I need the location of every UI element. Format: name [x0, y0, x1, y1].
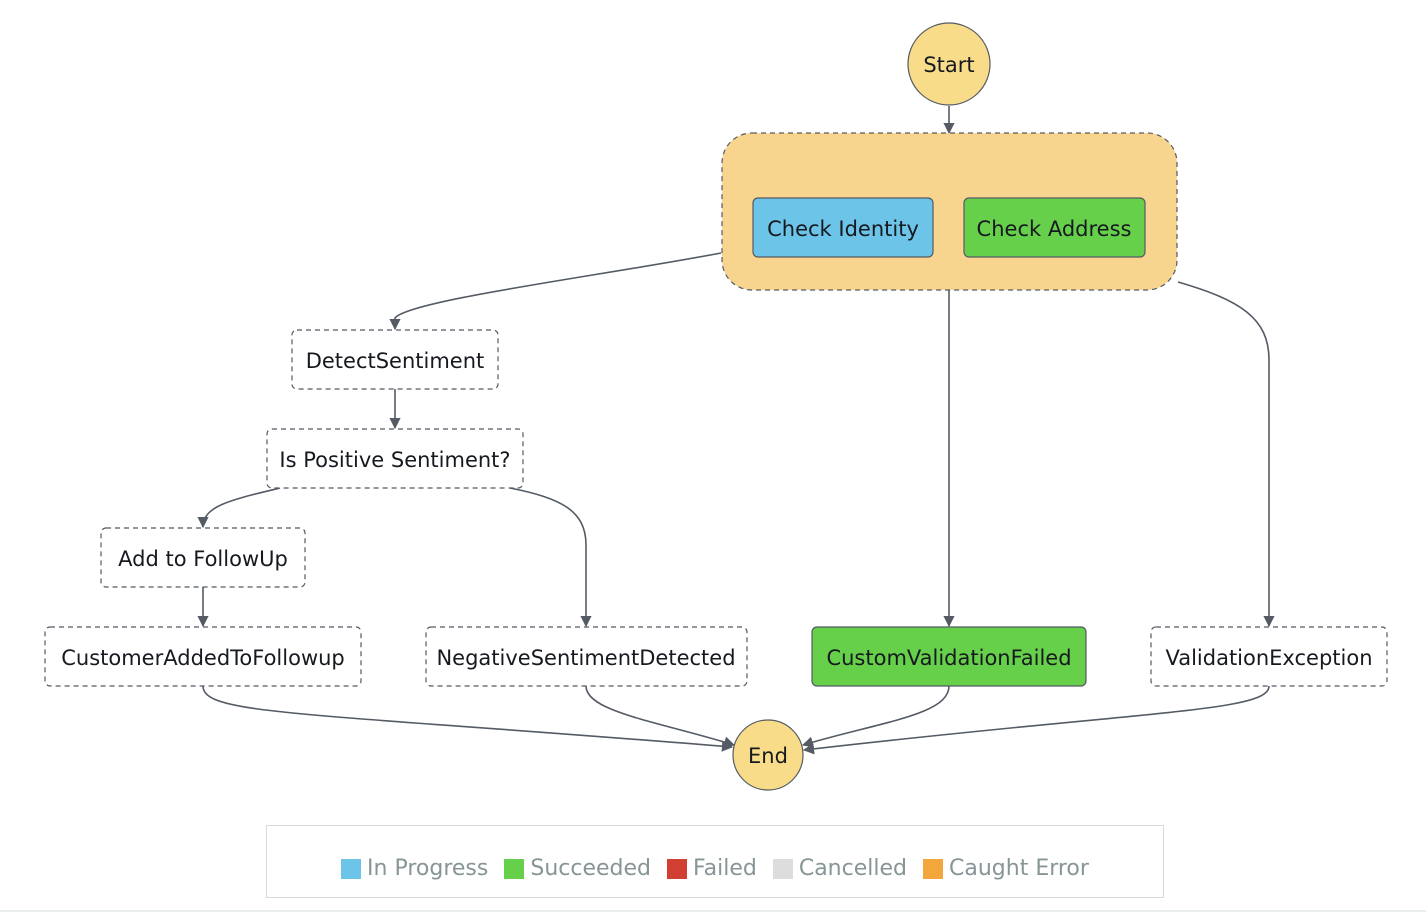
legend-failed-label: Failed [693, 856, 757, 881]
custom-validation-failed-node[interactable]: CustomValidationFailed [811, 626, 1087, 687]
is-positive-sentiment-node[interactable]: Is Positive Sentiment? [266, 428, 524, 489]
edges [197, 106, 1275, 755]
legend-cancelled: Cancelled [772, 856, 907, 881]
legend-cancelled-label: Cancelled [798, 856, 907, 881]
legend-succeeded-swatch [504, 858, 525, 879]
legend-succeeded-label: Succeeded [530, 856, 651, 881]
customer-added-to-followup-node[interactable]: CustomerAddedToFollowup [44, 626, 362, 687]
add-to-followup-node[interactable]: Add to FollowUp [100, 527, 306, 588]
edge-parallel-to-validation-exception [1177, 281, 1275, 628]
validation-exception-label: ValidationException [1165, 646, 1372, 670]
negative-sentiment-detected-label: NegativeSentimentDetected [436, 646, 735, 670]
detect-sentiment-node[interactable]: DetectSentiment [291, 329, 499, 390]
edge-is-positive-to-negative [509, 487, 592, 628]
validation-exception-node[interactable]: ValidationException [1150, 626, 1388, 687]
check-identity-node[interactable]: Check Identity [752, 197, 934, 258]
start-node[interactable]: Start [907, 22, 991, 106]
bottom-divider [0, 910, 1426, 912]
legend-succeeded: Succeeded [504, 856, 651, 881]
legend-in-progress-swatch [341, 858, 362, 879]
edge-validation-exception-to-end [802, 685, 1270, 755]
add-to-followup-label: Add to FollowUp [118, 547, 288, 571]
customer-added-to-followup-label: CustomerAddedToFollowup [61, 646, 345, 670]
custom-validation-failed-label: CustomValidationFailed [826, 646, 1071, 670]
check-address-label: Check Address [977, 217, 1132, 241]
legend-in-progress-label: In Progress [367, 856, 489, 881]
legend-failed-swatch [667, 858, 687, 879]
legend-cancelled-swatch [772, 858, 793, 879]
edge-is-positive-to-add-followup [197, 487, 281, 529]
is-positive-sentiment-label: Is Positive Sentiment? [279, 448, 510, 472]
edge-custom-validation-to-end [801, 685, 950, 748]
end-label: End [748, 744, 788, 768]
end-node[interactable]: End [732, 719, 804, 791]
legend-failed: Failed [667, 856, 757, 881]
legend-caught-error-swatch [923, 858, 943, 879]
check-address-node[interactable]: Check Address [963, 197, 1146, 258]
start-label: Start [923, 53, 974, 77]
edge-customer-added-to-end [202, 685, 734, 752]
status-legend: In Progress Succeeded Failed Cancelled C… [266, 825, 1164, 898]
edge-parallel-to-detect-sentiment [389, 252, 722, 331]
legend-in-progress: In Progress [341, 856, 488, 881]
detect-sentiment-label: DetectSentiment [306, 349, 485, 373]
check-identity-label: Check Identity [767, 217, 919, 241]
legend-caught-error-label: Caught Error [949, 856, 1089, 881]
legend-caught-error: Caught Error [923, 856, 1089, 881]
negative-sentiment-detected-node[interactable]: NegativeSentimentDetected [425, 626, 748, 687]
edge-negative-to-end [585, 685, 736, 748]
